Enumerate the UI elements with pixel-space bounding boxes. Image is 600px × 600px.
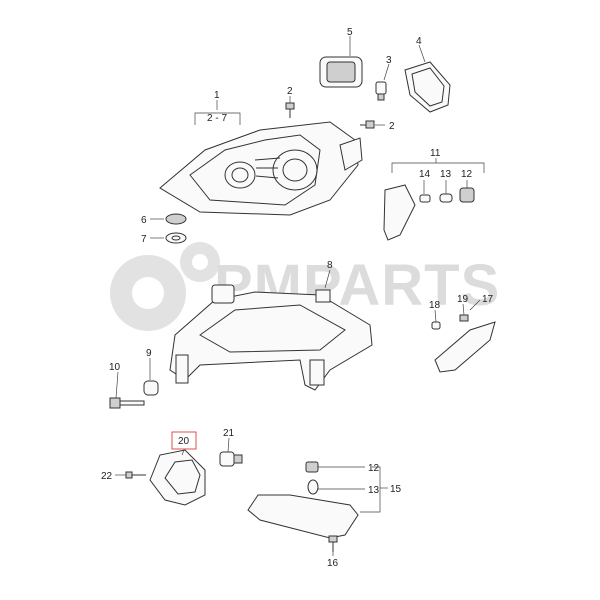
screw-part-16 xyxy=(328,535,338,552)
callout-6: 6 xyxy=(141,215,147,226)
callout-16: 16 xyxy=(327,558,339,569)
socket-part-12a xyxy=(459,187,475,203)
bulb-part-18 xyxy=(431,321,441,330)
headlight-assembly xyxy=(159,121,363,216)
bulb-part-21 xyxy=(219,451,243,467)
callout-12a: 12 xyxy=(461,169,473,180)
screw-part-19 xyxy=(459,314,469,322)
highlight-box-part-20 xyxy=(171,431,197,450)
cover-part-5 xyxy=(319,56,363,88)
callout-14: 14 xyxy=(419,169,431,180)
screw-part-22 xyxy=(125,471,146,479)
callout-21: 21 xyxy=(223,428,235,439)
callout-3: 3 xyxy=(386,55,392,66)
fog-light-part-17 xyxy=(434,321,496,373)
callout-labels: 1 2 - 7 2 2 3 4 5 6 7 8 9 10 11 14 13 12… xyxy=(101,27,494,569)
callout-18: 18 xyxy=(429,300,441,311)
leader-lines xyxy=(115,36,485,556)
side-marker-part-11 xyxy=(383,184,416,241)
callout-8: 8 xyxy=(327,260,333,271)
callout-2b: 2 xyxy=(389,121,395,132)
callout-5: 5 xyxy=(347,27,353,38)
callout-2a: 2 xyxy=(287,86,293,97)
screw-part-2a xyxy=(285,102,295,118)
fog-lamp-part-20 xyxy=(149,449,206,506)
socket-part-12b xyxy=(305,461,319,473)
cover-part-4 xyxy=(404,61,451,113)
callout-19: 19 xyxy=(457,294,469,305)
bulb-holder-part-14 xyxy=(419,194,431,203)
spacer-part-9 xyxy=(143,380,159,396)
bolt-part-10 xyxy=(109,397,145,409)
bulb-part-3 xyxy=(375,81,387,101)
watermark: PMPARTS xyxy=(110,242,499,331)
callout-22: 22 xyxy=(101,471,113,482)
callout-15: 15 xyxy=(390,484,402,495)
callout-17: 17 xyxy=(482,294,494,305)
ring-part-7 xyxy=(165,232,187,244)
lamp-part-15 xyxy=(247,494,359,539)
callout-7: 7 xyxy=(141,234,147,245)
gear-icon xyxy=(110,242,220,331)
bulb-part-13a xyxy=(439,193,453,203)
callout-11: 11 xyxy=(430,148,441,159)
callout-13a: 13 xyxy=(440,169,452,180)
callout-20: 20 xyxy=(178,436,190,447)
callout-13b: 13 xyxy=(368,485,380,496)
callout-4: 4 xyxy=(416,36,422,47)
seal-part-6 xyxy=(165,213,187,225)
bulb-part-13b xyxy=(307,479,319,495)
callout-9: 9 xyxy=(146,348,152,359)
callout-1: 1 xyxy=(214,90,220,101)
callout-1-range: 2 - 7 xyxy=(207,113,227,124)
callout-12b: 12 xyxy=(368,463,380,474)
carrier-bracket-part-8 xyxy=(169,284,373,391)
callout-10: 10 xyxy=(109,362,121,373)
screw-part-2b xyxy=(360,120,375,129)
